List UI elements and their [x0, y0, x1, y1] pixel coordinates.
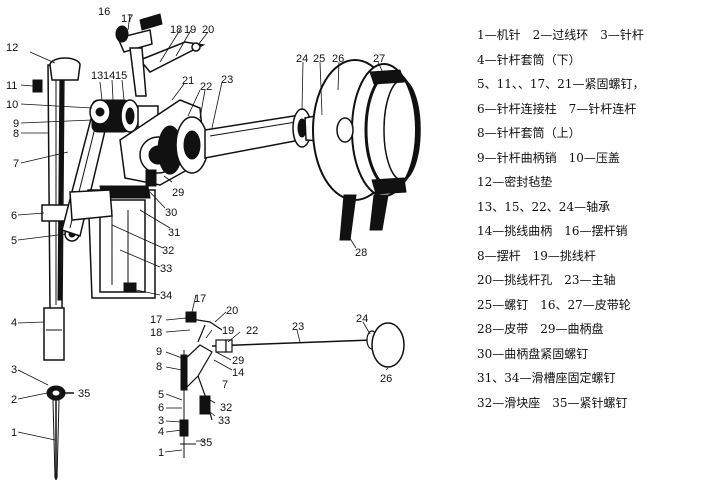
legend-line-9: 14—挑线曲柄 16—摆杆销	[477, 224, 628, 238]
slide-block-seat	[69, 185, 156, 299]
schematic-label-22: 22	[246, 325, 258, 337]
callout-11: 11	[6, 80, 17, 92]
schematic-label-17: 17	[194, 293, 206, 305]
schematic-label-4: 4	[158, 426, 164, 438]
callout-29: 29	[172, 187, 184, 199]
callout-30: 30	[165, 207, 177, 219]
needle-bar-lower-sleeve	[43, 307, 65, 361]
callout-1: 1	[11, 427, 17, 439]
schematic-label-32: 32	[220, 402, 232, 414]
schematic-label-23: 23	[292, 321, 304, 333]
callout-23: 23	[221, 74, 233, 86]
crank-assembly	[89, 99, 159, 133]
legend-line-6: 9—针杆曲柄销 10—压盖	[477, 150, 620, 165]
callout-7: 7	[13, 158, 19, 170]
schematic-label-8: 8	[156, 361, 162, 373]
callout-3: 3	[11, 364, 17, 376]
take-up-lever	[115, 13, 206, 97]
callout-14: 14	[103, 70, 115, 82]
callout-27: 27	[373, 53, 385, 65]
legend-line-14: 30—曲柄盘紧固螺钉	[477, 346, 589, 361]
callout-5: 5	[11, 235, 17, 247]
legend-line-5: 8—针杆套筒（上）	[477, 126, 581, 140]
legend-line-16: 32—滑块座 35—紧针螺钉	[477, 395, 628, 410]
callout-34: 34	[160, 290, 172, 302]
schematic-label-19: 19	[222, 325, 234, 337]
callout-18: 18	[170, 24, 182, 36]
callout-32: 32	[162, 245, 174, 257]
callout-20: 20	[202, 24, 214, 36]
callout-labels: 1 2 3 4 5 6 7 8 9 10 11 12 13 14 15 16 1…	[6, 6, 385, 439]
callout-6: 6	[11, 210, 17, 222]
schematic-labels: 1 3 4 5 6 8 9 18 17 17 20 19 22 23 24 26…	[150, 293, 392, 459]
callout-17: 17	[121, 13, 133, 25]
needle-bar-cap	[49, 57, 81, 81]
schematic-label-14: 14	[232, 367, 244, 379]
thread-guide-ring	[46, 385, 74, 401]
legend-line-7: 12—密封毡垫	[477, 175, 553, 189]
schematic-label-33: 33	[218, 415, 230, 427]
crank-disc	[119, 99, 209, 187]
callout-8: 8	[13, 128, 19, 140]
schematic-label-7: 7	[222, 379, 228, 391]
callout-12: 12	[6, 42, 18, 54]
legend-line-13: 28—皮带 29—曲柄盘	[477, 322, 604, 336]
callout-2: 2	[11, 394, 17, 406]
schematic-label-16-pin: 17	[150, 314, 162, 326]
legend-line-1: 1—机针 2—过线环 3—针杆	[477, 28, 644, 42]
legend-line-3: 5、11、、17、21—紧固螺钉，	[477, 77, 645, 91]
belt-pulley	[312, 59, 421, 201]
schematic-label-20: 20	[226, 305, 238, 317]
callout-33: 33	[160, 263, 172, 275]
callout-13: 13	[91, 70, 103, 82]
schematic-label-35: 35	[200, 437, 212, 449]
schematic-label-5: 5	[158, 389, 164, 401]
schematic-label-26: 26	[380, 373, 392, 385]
main-shaft	[204, 114, 301, 159]
legend-line-10: 8—摆杆 19—挑线杆	[477, 248, 596, 263]
needle	[52, 399, 60, 480]
schematic-label-24: 24	[356, 313, 368, 325]
legend-line-4: 6—针杆连接柱 7—针杆连杆	[477, 101, 637, 116]
schematic-label-1: 1	[158, 447, 164, 459]
leader-lines	[17, 13, 385, 441]
legend-line-11: 20—挑线杆孔 23—主轴	[477, 273, 616, 287]
callout-24: 24	[296, 53, 308, 65]
callout-28: 28	[355, 247, 367, 259]
legend-line-12: 25—螺钉 16、27—皮带轮	[477, 297, 631, 312]
exploded-assembly: 1 2 3 4 5 6 7 8 9 10 11 12 13 14 15 16 1…	[6, 6, 421, 480]
schematic-label-3: 3	[158, 415, 164, 427]
set-screw-11	[32, 79, 43, 93]
callout-9: 9	[13, 118, 19, 130]
schematic-label-9: 9	[156, 346, 162, 358]
schematic-label-18: 18	[150, 327, 162, 339]
callout-25: 25	[313, 53, 325, 65]
callout-26: 26	[332, 53, 344, 65]
needle-bar-rod	[47, 64, 65, 311]
legend-line-15: 31、34—滑槽座固定螺钉	[477, 371, 616, 385]
parts-legend: 1—机针 2—过线环 3—针杆 4—针杆套筒（下） 5、11、、17、21—紧固…	[477, 23, 697, 415]
legend-line-8: 13、15、22、24—轴承	[477, 199, 611, 214]
legend-line-2: 4—针杆套筒（下）	[477, 52, 581, 67]
callout-21: 21	[182, 75, 194, 87]
callout-31: 31	[168, 227, 180, 239]
kinematic-schematic: 1 3 4 5 6 8 9 18 17 17 20 19 22 23 24 26…	[150, 293, 405, 459]
callout-10: 10	[6, 99, 18, 111]
schematic-label-29: 29	[232, 355, 244, 367]
callout-22: 22	[200, 81, 212, 93]
callout-35: 35	[78, 388, 90, 400]
schematic-label-6: 6	[158, 402, 164, 414]
callout-4: 4	[11, 317, 17, 329]
callout-15: 15	[115, 70, 127, 82]
callout-16: 16	[98, 6, 110, 18]
callout-19: 19	[184, 24, 196, 36]
belt	[339, 194, 389, 241]
